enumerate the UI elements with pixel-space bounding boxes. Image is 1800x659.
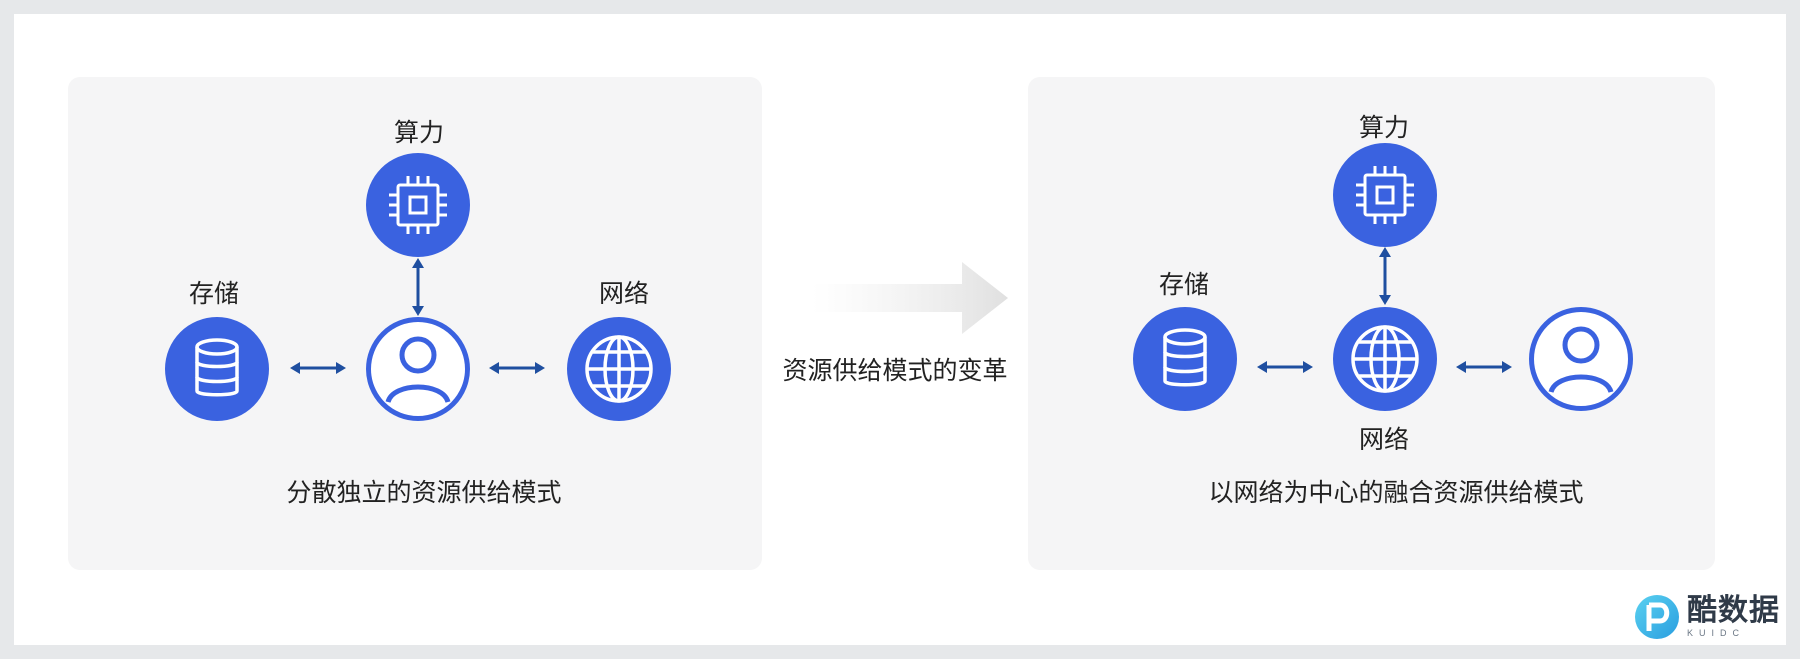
database-icon xyxy=(1163,328,1207,387)
left-network-label: 网络 xyxy=(598,280,650,308)
user-icon xyxy=(385,336,451,404)
logo-mark-icon xyxy=(1635,595,1679,639)
right-caption: 以网络为中心的融合资源供给模式 xyxy=(1208,479,1584,507)
globe-icon xyxy=(585,335,653,403)
right-storage-label: 存储 xyxy=(1158,271,1210,299)
right-network-label: 网络 xyxy=(1358,426,1410,454)
right-storage-node xyxy=(1133,307,1237,411)
database-icon xyxy=(195,338,239,397)
right-user-node xyxy=(1529,307,1633,411)
transition-caption: 资源供给模式的变革 xyxy=(782,357,1008,385)
left-compute-label: 算力 xyxy=(393,119,445,147)
right-network-node xyxy=(1333,307,1437,411)
right-compute-node xyxy=(1333,143,1437,247)
left-storage-node xyxy=(165,317,269,421)
left-connector-storage-user xyxy=(290,362,346,374)
chip-icon xyxy=(1356,166,1414,224)
globe-icon xyxy=(1351,325,1419,393)
left-user-node xyxy=(366,317,470,421)
left-network-node xyxy=(567,317,671,421)
left-storage-label: 存储 xyxy=(188,280,240,308)
right-connector-compute-network xyxy=(1379,247,1391,305)
chip-icon xyxy=(389,176,447,234)
left-compute-node xyxy=(366,153,470,257)
left-connector-user-network xyxy=(489,362,545,374)
brand-logo: 酷数据 KUIDC xyxy=(1633,593,1780,641)
left-connector-compute-user xyxy=(412,258,424,316)
arrow-right-icon xyxy=(812,262,1008,334)
right-connector-storage-network xyxy=(1257,361,1313,373)
left-caption: 分散独立的资源供给模式 xyxy=(286,479,562,507)
right-compute-label: 算力 xyxy=(1358,114,1410,142)
logo-name: 酷数据 xyxy=(1687,594,1780,627)
user-icon xyxy=(1548,326,1614,394)
right-connector-network-user xyxy=(1456,361,1512,373)
logo-sub: KUIDC xyxy=(1687,628,1746,638)
